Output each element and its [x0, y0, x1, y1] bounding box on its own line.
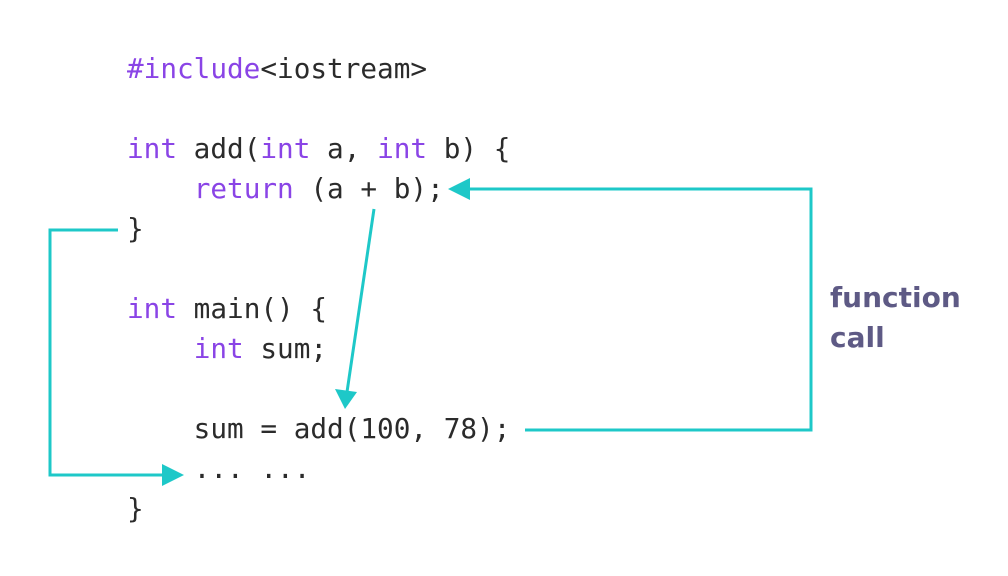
code-text: sum = add(100, 78); [127, 412, 510, 445]
code-keyword: int [127, 132, 177, 165]
code-keyword: int [260, 132, 310, 165]
code-line: ... ... [127, 452, 310, 485]
code-text: main() { [177, 292, 327, 325]
annotation-call: call [830, 321, 885, 354]
code-keyword: return [194, 172, 294, 205]
code-text: } [127, 212, 144, 245]
code-text: ... ... [127, 452, 310, 485]
code-text: add( [177, 132, 260, 165]
code-text: (a + b); [294, 172, 444, 205]
code-text [127, 172, 194, 205]
code-line: sum = add(100, 78); [127, 412, 510, 445]
code-keyword: int [194, 332, 244, 365]
code-line: int main() { [127, 292, 327, 325]
code-line: int sum; [127, 332, 327, 365]
code-keyword: int [377, 132, 427, 165]
code-text: } [127, 492, 144, 525]
code-line: #include<iostream> [127, 52, 427, 85]
return-arrow [335, 208, 376, 409]
arrowhead-icon [448, 178, 470, 200]
code-line: } [127, 492, 144, 525]
code-line: return (a + b); [127, 172, 444, 205]
code-block: #include<iostream>int add(int a, int b) … [127, 52, 510, 525]
arrowhead-icon [335, 389, 357, 409]
arrowhead-icon [162, 464, 184, 486]
call-arrow [448, 178, 813, 432]
code-keyword: #include [127, 52, 260, 85]
annotation-function: function [830, 281, 961, 314]
code-text: <iostream> [260, 52, 427, 85]
continue-arrow [48, 228, 184, 486]
code-line: } [127, 212, 144, 245]
code-line: int add(int a, int b) { [127, 132, 510, 165]
code-text: b) { [427, 132, 510, 165]
code-text: a, [310, 132, 377, 165]
code-text [127, 332, 194, 365]
code-keyword: int [127, 292, 177, 325]
code-text: sum; [244, 332, 327, 365]
